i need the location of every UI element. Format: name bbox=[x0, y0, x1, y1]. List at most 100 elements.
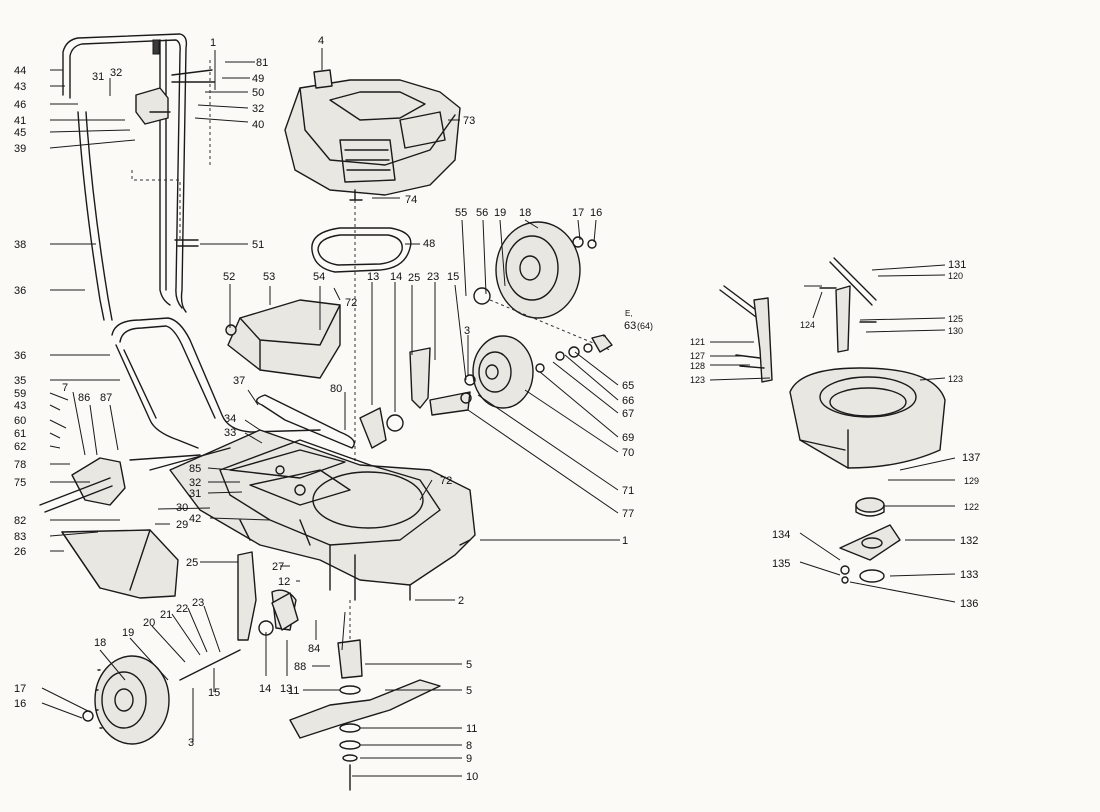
label-121: 121 bbox=[690, 337, 705, 347]
label-15: 15 bbox=[447, 271, 459, 283]
label-53: 53 bbox=[263, 271, 275, 283]
upper-handle bbox=[62, 33, 188, 321]
label-60: 60 bbox=[14, 415, 26, 427]
blade-assembly bbox=[289, 600, 441, 791]
label-35: 35 bbox=[14, 375, 26, 387]
label-48: 48 bbox=[423, 238, 435, 250]
label-21: 21 bbox=[160, 609, 172, 621]
label-83: 83 bbox=[14, 531, 26, 543]
label-62: 62 bbox=[14, 441, 26, 453]
label-39: 39 bbox=[14, 143, 26, 155]
label-5: 5 bbox=[466, 659, 472, 671]
rear-wheel bbox=[473, 221, 597, 319]
label-78: 78 bbox=[14, 459, 26, 471]
label-72: 72 bbox=[345, 297, 357, 309]
height-adjust-lever-left bbox=[39, 447, 231, 513]
label-51: 51 bbox=[252, 239, 264, 251]
front-wheel bbox=[82, 649, 241, 745]
label-20: 20 bbox=[143, 617, 155, 629]
label-26: 26 bbox=[14, 546, 26, 558]
mower-deck bbox=[169, 429, 476, 601]
label-125: 125 bbox=[948, 314, 963, 324]
label-17: 17 bbox=[14, 683, 26, 695]
label-4: 4 bbox=[318, 35, 324, 47]
label-43: 43 bbox=[14, 81, 26, 93]
label-31: 31 bbox=[92, 71, 104, 83]
label-88: 88 bbox=[294, 661, 306, 673]
label-14: 14 bbox=[259, 683, 271, 695]
label-77: 77 bbox=[622, 508, 634, 520]
label-13: 13 bbox=[280, 683, 292, 695]
label-29: 29 bbox=[176, 519, 188, 531]
label-32: 32 bbox=[189, 477, 201, 489]
mulch-plug bbox=[855, 497, 885, 517]
label-41: 41 bbox=[14, 115, 26, 127]
label-64: (64) bbox=[637, 321, 653, 331]
label-84: 84 bbox=[308, 643, 320, 655]
label-5: 5 bbox=[466, 685, 472, 697]
label-86: 86 bbox=[78, 392, 90, 404]
label-69: 69 bbox=[622, 432, 634, 444]
label-32: 32 bbox=[110, 67, 122, 79]
belt-cover bbox=[225, 299, 341, 379]
height-sector-plate bbox=[271, 407, 404, 631]
label-49: 49 bbox=[252, 73, 264, 85]
label-82: 82 bbox=[14, 515, 26, 527]
label-33: 33 bbox=[224, 427, 236, 439]
label-36: 36 bbox=[14, 285, 26, 297]
label-131: 131 bbox=[948, 259, 966, 271]
label-16: 16 bbox=[14, 698, 26, 710]
label-123: 123 bbox=[690, 375, 705, 385]
label-31: 31 bbox=[189, 488, 201, 500]
label-1: 1 bbox=[622, 535, 628, 547]
label-85: 85 bbox=[189, 463, 201, 475]
label-120: 120 bbox=[948, 271, 963, 281]
label-17: 17 bbox=[572, 207, 584, 219]
label-15: 15 bbox=[208, 687, 220, 699]
discharge-chute bbox=[61, 529, 179, 599]
part-number-labels: 44 43 31 32 46 41 45 39 1 81 49 50 32 40… bbox=[14, 35, 980, 783]
label-133: 133 bbox=[960, 569, 978, 581]
label-46: 46 bbox=[14, 99, 26, 111]
label-81: 81 bbox=[256, 57, 268, 69]
label-11: 11 bbox=[466, 723, 477, 735]
clutch-belt bbox=[256, 394, 355, 449]
label-18: 18 bbox=[94, 637, 106, 649]
label-38: 38 bbox=[14, 239, 26, 251]
label-e: E, bbox=[625, 309, 633, 318]
engine bbox=[284, 69, 461, 470]
label-129: 129 bbox=[964, 476, 979, 486]
label-52: 52 bbox=[223, 271, 235, 283]
label-73: 73 bbox=[463, 115, 475, 127]
label-16: 16 bbox=[590, 207, 602, 219]
label-7: 7 bbox=[62, 382, 68, 394]
mulch-kit-bracket-right bbox=[819, 257, 877, 353]
label-130: 130 bbox=[948, 326, 963, 336]
label-25: 25 bbox=[186, 557, 198, 569]
label-43: 43 bbox=[14, 400, 26, 412]
label-128: 128 bbox=[690, 361, 705, 371]
label-87: 87 bbox=[100, 392, 112, 404]
label-30: 30 bbox=[176, 502, 188, 514]
label-135: 135 bbox=[772, 558, 790, 570]
label-50: 50 bbox=[252, 87, 264, 99]
drive-gear bbox=[460, 299, 611, 409]
axle-parts bbox=[555, 334, 613, 361]
label-11: 11 bbox=[288, 685, 299, 697]
label-40: 40 bbox=[252, 119, 264, 131]
label-3: 3 bbox=[464, 325, 470, 337]
label-75: 75 bbox=[14, 477, 26, 489]
label-122: 122 bbox=[964, 502, 979, 512]
label-9: 9 bbox=[466, 753, 472, 765]
blade-adapter-plate bbox=[839, 524, 901, 584]
label-124: 124 bbox=[800, 320, 815, 330]
label-13: 13 bbox=[367, 271, 379, 283]
lower-handle bbox=[111, 239, 321, 449]
leader-lines bbox=[41, 48, 956, 777]
label-3: 3 bbox=[188, 737, 194, 749]
label-45: 45 bbox=[14, 127, 26, 139]
label-34: 34 bbox=[224, 413, 236, 425]
label-8: 8 bbox=[466, 740, 472, 752]
mulch-ring bbox=[789, 367, 946, 469]
